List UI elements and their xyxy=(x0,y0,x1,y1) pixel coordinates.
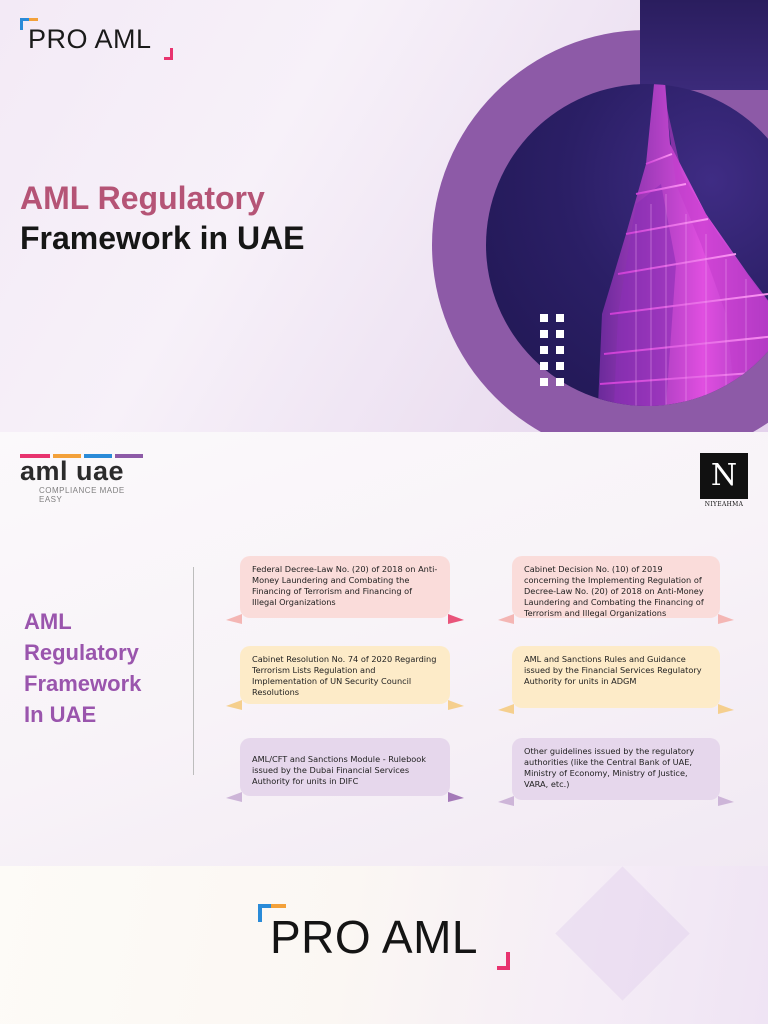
divider-line xyxy=(193,567,194,775)
regulation-card-text: AML/CFT and Sanctions Module - Rulebook … xyxy=(252,754,427,786)
title-line-1: AML Regulatory xyxy=(20,180,265,216)
regulation-card: Federal Decree-Law No. (20) of 2018 on A… xyxy=(226,556,464,624)
pro-aml-logo[interactable]: PRO AML xyxy=(20,18,175,62)
decorative-diamond xyxy=(555,866,690,1001)
niyeahma-letter: N xyxy=(700,453,748,499)
regulation-card-text: Cabinet Decision No. (10) of 2019 concer… xyxy=(524,564,704,618)
regulation-card: AML/CFT and Sanctions Module - Rulebook … xyxy=(226,738,464,802)
logo-color-bars xyxy=(20,454,144,458)
infographic-title-line: Regulatory xyxy=(24,640,139,665)
footer-panel: PRO AML xyxy=(0,866,768,1024)
skyscraper-illustration xyxy=(598,84,768,406)
regulation-card-text: Other guidelines issued by the regulator… xyxy=(524,746,695,789)
niyeahma-name: NIYEAHMA xyxy=(704,501,744,508)
cover-panel: PRO AML AML Regulatory Framework in UAE xyxy=(0,0,768,432)
decorative-dots xyxy=(540,314,566,386)
tower-photo-top xyxy=(640,0,768,90)
logo-text: PRO AML xyxy=(270,911,479,963)
pro-aml-logo-large[interactable]: PRO AML xyxy=(258,904,512,970)
aml-uae-tagline: COMPLIANCE MADE EASY xyxy=(39,486,125,504)
logo-bracket-top-left xyxy=(258,904,271,922)
framework-infographic: aml uae COMPLIANCE MADE EASY N NIYEAHMA … xyxy=(0,432,768,866)
card-ribbon-left xyxy=(498,704,514,714)
regulation-card-text: Cabinet Resolution No. 74 of 2020 Regard… xyxy=(252,654,437,697)
card-ribbon-left xyxy=(226,700,242,710)
infographic-title-line: In UAE xyxy=(24,702,97,727)
logo-bracket-accent xyxy=(29,18,38,21)
logo-bracket-bottom-right xyxy=(164,48,173,60)
niyeahma-logo[interactable]: N NIYEAHMA xyxy=(700,453,748,511)
regulation-card-text: Federal Decree-Law No. (20) of 2018 on A… xyxy=(252,564,438,607)
infographic-title: AML Regulatory Framework In UAE xyxy=(24,606,141,730)
card-ribbon-left xyxy=(498,796,514,806)
card-ribbon-left xyxy=(498,614,514,624)
regulation-card: Cabinet Resolution No. 74 of 2020 Regard… xyxy=(226,646,464,710)
page-title: AML Regulatory Framework in UAE xyxy=(20,178,305,258)
regulation-card: AML and Sanctions Rules and Guidance iss… xyxy=(498,646,734,714)
card-ribbon-right xyxy=(718,614,734,624)
aml-uae-wordmark: aml uae xyxy=(20,456,125,486)
card-ribbon-right xyxy=(448,700,464,710)
card-ribbon-left xyxy=(226,614,242,624)
card-ribbon-right xyxy=(718,796,734,806)
aml-uae-logo[interactable]: aml uae COMPLIANCE MADE EASY xyxy=(20,454,150,504)
regulation-card: Other guidelines issued by the regulator… xyxy=(498,738,734,806)
card-ribbon-right xyxy=(448,792,464,802)
logo-text: PRO AML xyxy=(28,24,152,54)
burj-khalifa-image xyxy=(486,84,768,406)
logo-bracket-bottom-right xyxy=(497,952,510,970)
infographic-title-line: Framework xyxy=(24,671,142,696)
regulation-card-text: AML and Sanctions Rules and Guidance iss… xyxy=(524,654,702,686)
card-ribbon-left xyxy=(226,792,242,802)
card-ribbon-right xyxy=(718,704,734,714)
regulation-card: Cabinet Decision No. (10) of 2019 concer… xyxy=(498,556,734,624)
title-line-2: Framework in UAE xyxy=(20,220,305,256)
logo-bracket-accent xyxy=(271,904,286,908)
card-ribbon-right xyxy=(448,614,464,624)
logo-bracket-top-left xyxy=(20,18,29,30)
infographic-title-line: AML xyxy=(24,609,72,634)
